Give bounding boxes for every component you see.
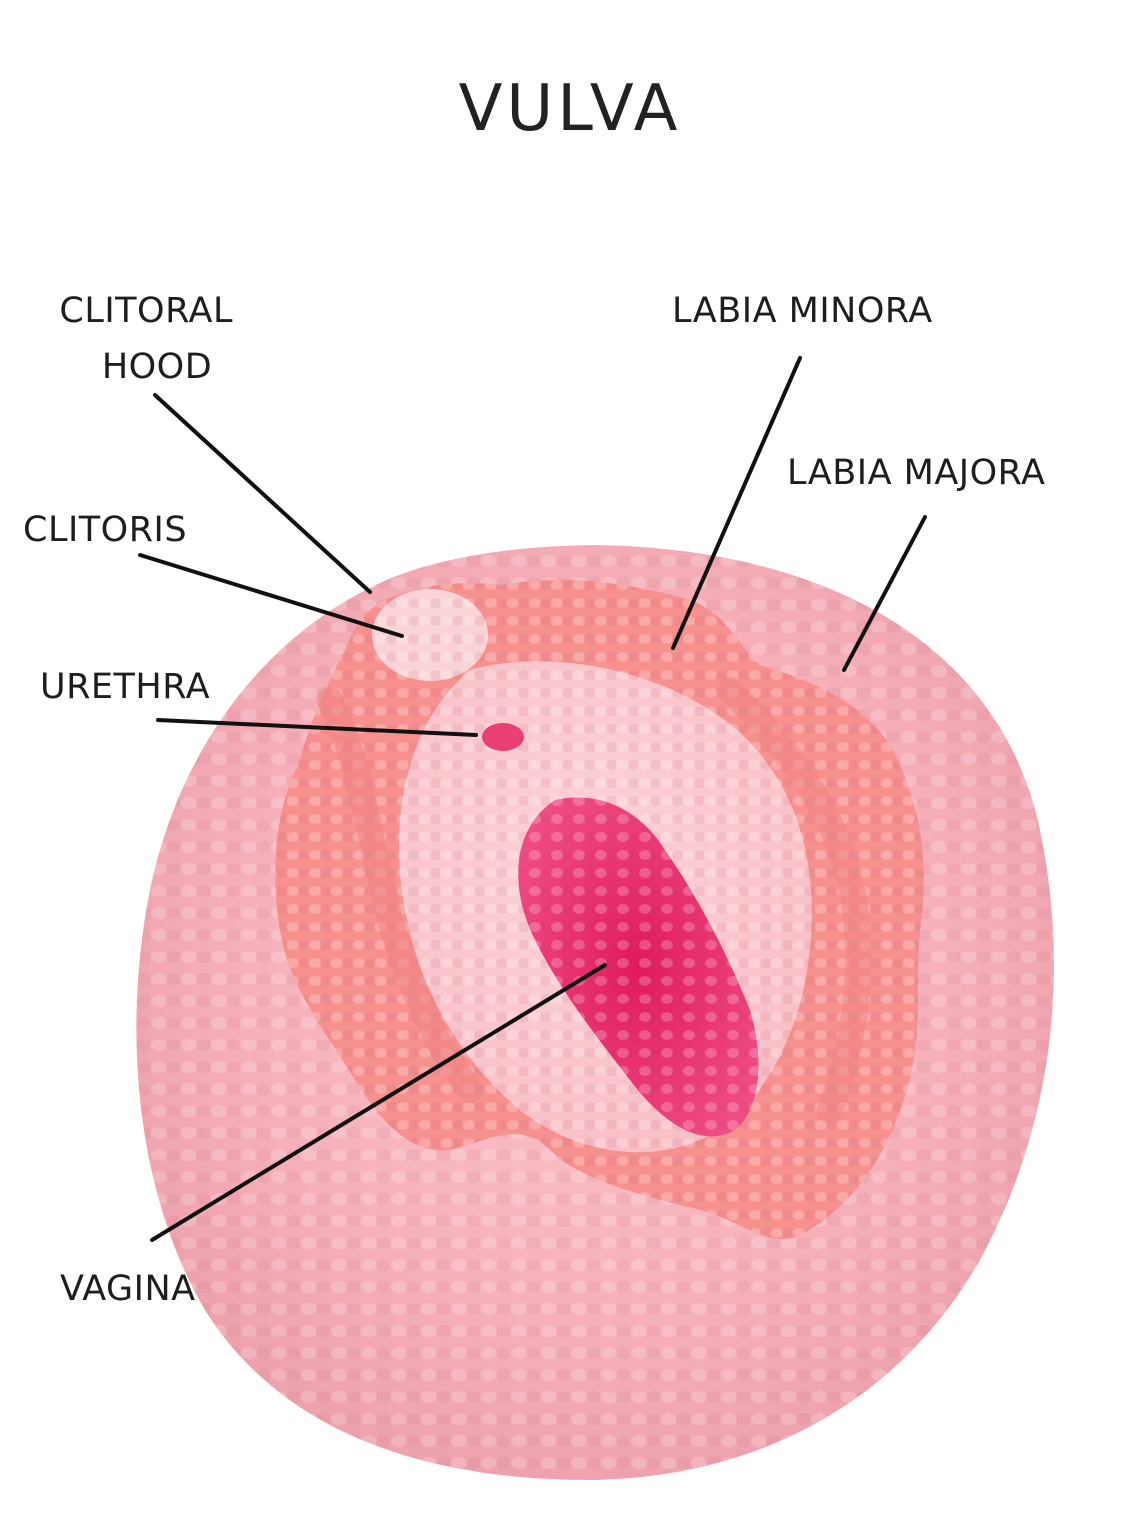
label-clitoris: CLITORIS <box>23 510 187 550</box>
label-clitoral-hood-line-2: HOOD <box>102 347 212 387</box>
leader-line-labia-majora <box>842 515 927 672</box>
label-labia-minora: LABIA MINORA <box>672 291 933 331</box>
leader-line-clitoral-hood <box>153 393 372 594</box>
leader-line-vagina <box>150 963 607 1242</box>
label-clitoral-hood-line-1: CLITORAL <box>59 291 233 331</box>
crochet-vulva-illustration <box>136 545 1054 1480</box>
label-vagina: VAGINA <box>60 1269 196 1309</box>
leader-line-urethra <box>156 718 478 737</box>
diagram-title: VULVA <box>459 72 682 146</box>
label-labia-majora: LABIA MAJORA <box>787 453 1046 493</box>
urethra-shape <box>482 723 524 751</box>
label-clitoral-hood: CLITORAL HOOD <box>59 291 244 387</box>
leader-line-labia-minora <box>671 356 802 650</box>
leader-line-clitoris <box>138 553 404 638</box>
label-urethra: URETHRA <box>40 667 210 707</box>
